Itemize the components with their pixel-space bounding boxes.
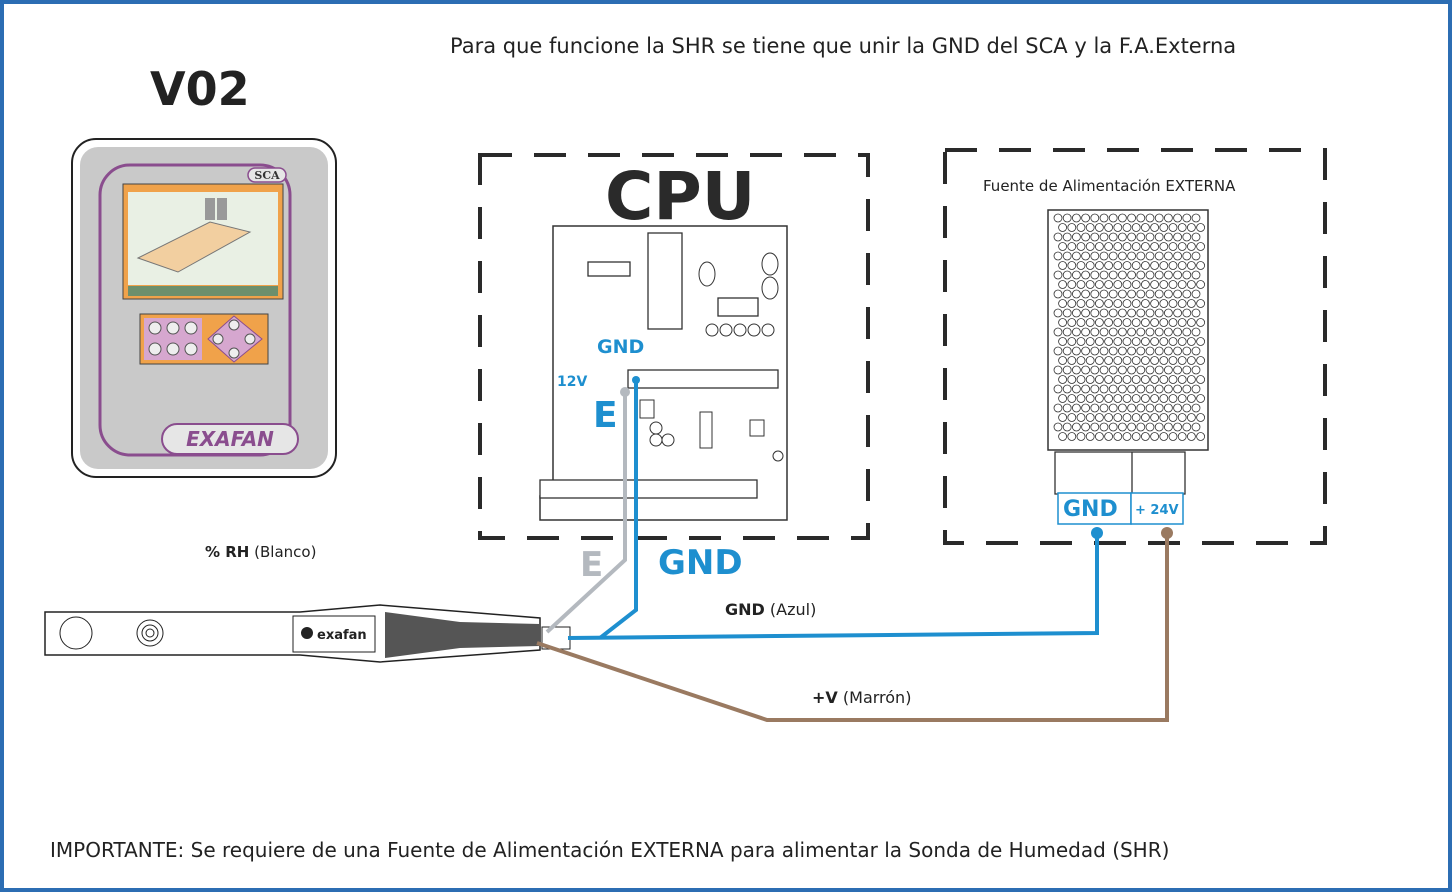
top-note: Para que funcione la SHR se tiene que un… <box>450 34 1237 58</box>
wire-rh-color: (Blanco) <box>254 543 317 561</box>
cpu-pin-12v-label: 12V <box>557 374 588 390</box>
big-e-label: E <box>580 545 604 585</box>
wire-gnd-bold: GND <box>725 600 765 619</box>
controller-keypad <box>139 313 269 365</box>
wire-rh-label: % RH (Blanco) <box>205 543 316 561</box>
psu-24v-label: + 24V <box>1135 503 1179 518</box>
psu-body <box>1047 209 1209 525</box>
controller-panel: SCA EXAFAN <box>71 138 337 478</box>
cpu-board <box>539 225 788 521</box>
wire-rh-bold: % RH <box>205 543 250 561</box>
psu-dashed-box <box>943 148 1327 545</box>
cpu-pin-gnd-label: GND <box>597 336 645 358</box>
psu-title: Fuente de Alimentación EXTERNA <box>983 177 1236 195</box>
cpu-title: CPU <box>605 158 756 235</box>
sca-badge: SCA <box>254 169 280 182</box>
exafan-logo: EXAFAN <box>186 427 274 451</box>
wire-signal <box>545 387 630 634</box>
big-gnd-label: GND <box>658 543 743 583</box>
model-title: V02 <box>150 62 250 116</box>
psu-gnd-label: GND <box>1063 497 1118 522</box>
psu-vent-grid <box>1053 213 1205 441</box>
wire-v-color: (Marrón) <box>842 688 912 707</box>
psu-terminal-24v <box>1130 492 1184 525</box>
wire-gnd-label: GND (Azul) <box>725 600 816 619</box>
humidity-sensor: exafan <box>44 604 571 663</box>
wire-power <box>536 527 1173 722</box>
sensor-brand: exafan <box>317 628 367 643</box>
wire-v-label: +V (Marrón) <box>812 688 911 707</box>
cpu-pin-e-label: E <box>593 395 618 436</box>
wire-gnd <box>567 376 1103 640</box>
footer-note: IMPORTANTE: Se requiere de una Fuente de… <box>50 838 1170 862</box>
cpu-dashed-box <box>478 153 870 540</box>
wire-v-bold: +V <box>812 688 838 707</box>
gear-icon <box>301 627 313 639</box>
controller-screen <box>122 183 284 300</box>
wire-gnd-color: (Azul) <box>769 600 817 619</box>
